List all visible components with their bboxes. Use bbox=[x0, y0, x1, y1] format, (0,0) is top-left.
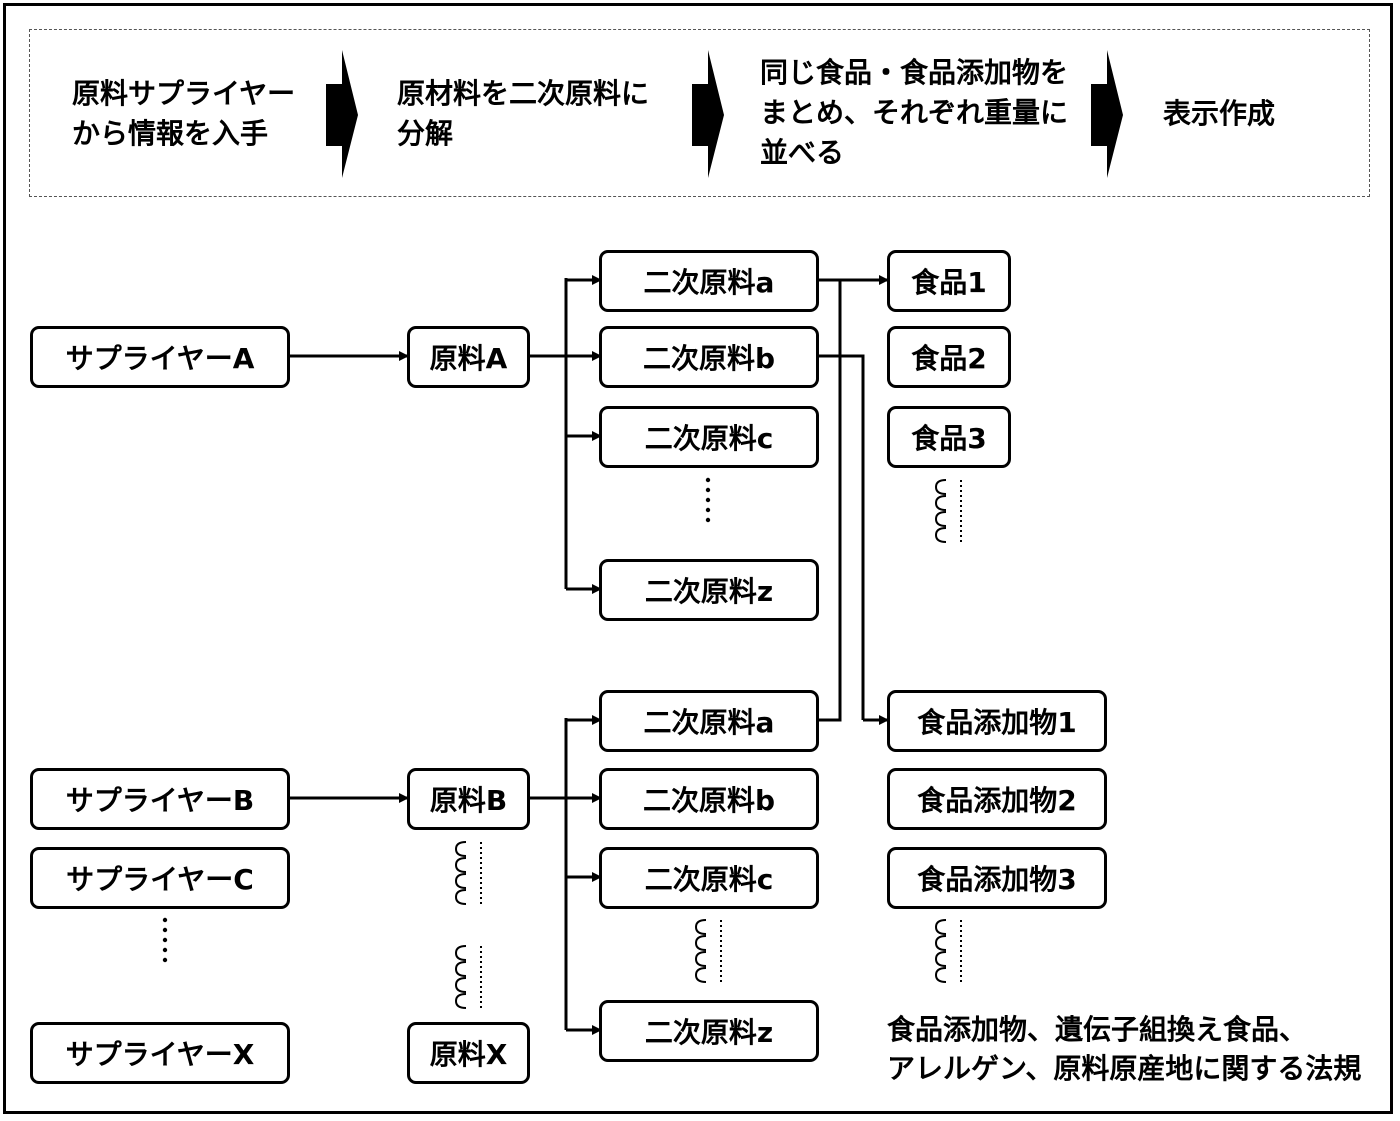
food-3-box: 食品3 bbox=[887, 406, 1011, 468]
stack-ellipsis-icon bbox=[454, 841, 482, 906]
stack-ellipsis-icon bbox=[934, 919, 962, 984]
additive-1-box: 食品添加物1 bbox=[887, 690, 1107, 752]
raw-material-a-box: 原料A bbox=[407, 326, 530, 388]
process-step-supplier-info: 原料サプライヤー から情報を入手 bbox=[72, 74, 295, 154]
additive-3-box: 食品添加物3 bbox=[887, 847, 1107, 909]
process-step-line: から情報を入手 bbox=[72, 117, 269, 150]
secondary-upper-b-box: 二次原料b bbox=[599, 326, 819, 388]
additive-2-box: 食品添加物2 bbox=[887, 768, 1107, 830]
secondary-upper-c-box: 二次原料c bbox=[599, 406, 819, 468]
supplier-b-box: サプライヤーB bbox=[30, 768, 290, 830]
process-step-group-sort: 同じ食品・食品添加物を まとめ、それぞれ重量に 並べる bbox=[760, 53, 1068, 173]
secondary-lower-b-box: 二次原料b bbox=[599, 768, 819, 830]
secondary-lower-c-box: 二次原料c bbox=[599, 847, 819, 909]
process-step-line: 分解 bbox=[397, 117, 454, 150]
process-arrow-icon bbox=[692, 50, 724, 178]
link-secondary-a-lower-to-food-1 bbox=[818, 280, 842, 722]
process-step-line: 並べる bbox=[760, 136, 845, 169]
supplier-c-box: サプライヤーC bbox=[30, 847, 290, 909]
raw-material-b-box: 原料B bbox=[407, 768, 530, 830]
food-1-box: 食品1 bbox=[887, 250, 1011, 312]
food-2-box: 食品2 bbox=[887, 326, 1011, 388]
process-step-line: まとめ、それぞれ重量に bbox=[760, 96, 1069, 129]
raw-material-x-box: 原料X bbox=[407, 1022, 530, 1084]
process-step-line: 原料サプライヤー bbox=[72, 77, 296, 110]
stack-ellipsis-icon bbox=[454, 945, 482, 1010]
process-arrow-icon bbox=[1091, 50, 1123, 178]
ellipsis-dots bbox=[162, 477, 711, 963]
secondary-upper-a-box: 二次原料a bbox=[599, 250, 819, 312]
supplier-a-box: サプライヤーA bbox=[30, 326, 290, 388]
regulation-note-line: アレルゲン、原料原産地に関する法規 bbox=[887, 1052, 1362, 1085]
supplier-x-box: サプライヤーX bbox=[30, 1022, 290, 1084]
stack-ellipsis-icon bbox=[934, 479, 962, 544]
regulation-note-line: 食品添加物、遺伝子組換え食品、 bbox=[887, 1013, 1308, 1046]
secondary-upper-z-box: 二次原料z bbox=[599, 559, 819, 621]
link-secondary-b-to-additive-1 bbox=[818, 354, 865, 720]
process-arrow-icon bbox=[326, 50, 358, 178]
process-step-create-label: 表示作成 bbox=[1163, 94, 1275, 134]
process-step-decompose: 原材料を二次原料に 分解 bbox=[397, 74, 649, 154]
secondary-lower-a-box: 二次原料a bbox=[599, 690, 819, 752]
regulation-note: 食品添加物、遺伝子組換え食品、 アレルゲン、原料原産地に関する法規 bbox=[887, 1010, 1361, 1088]
stack-ellipsis-icon bbox=[694, 919, 722, 984]
secondary-lower-z-box: 二次原料z bbox=[599, 1000, 819, 1062]
process-step-line: 原材料を二次原料に bbox=[397, 77, 650, 110]
process-step-line: 同じ食品・食品添加物を bbox=[760, 56, 1069, 89]
process-flow-band bbox=[29, 29, 1370, 197]
process-step-line: 表示作成 bbox=[1163, 97, 1276, 130]
outer-frame bbox=[3, 3, 1393, 1114]
